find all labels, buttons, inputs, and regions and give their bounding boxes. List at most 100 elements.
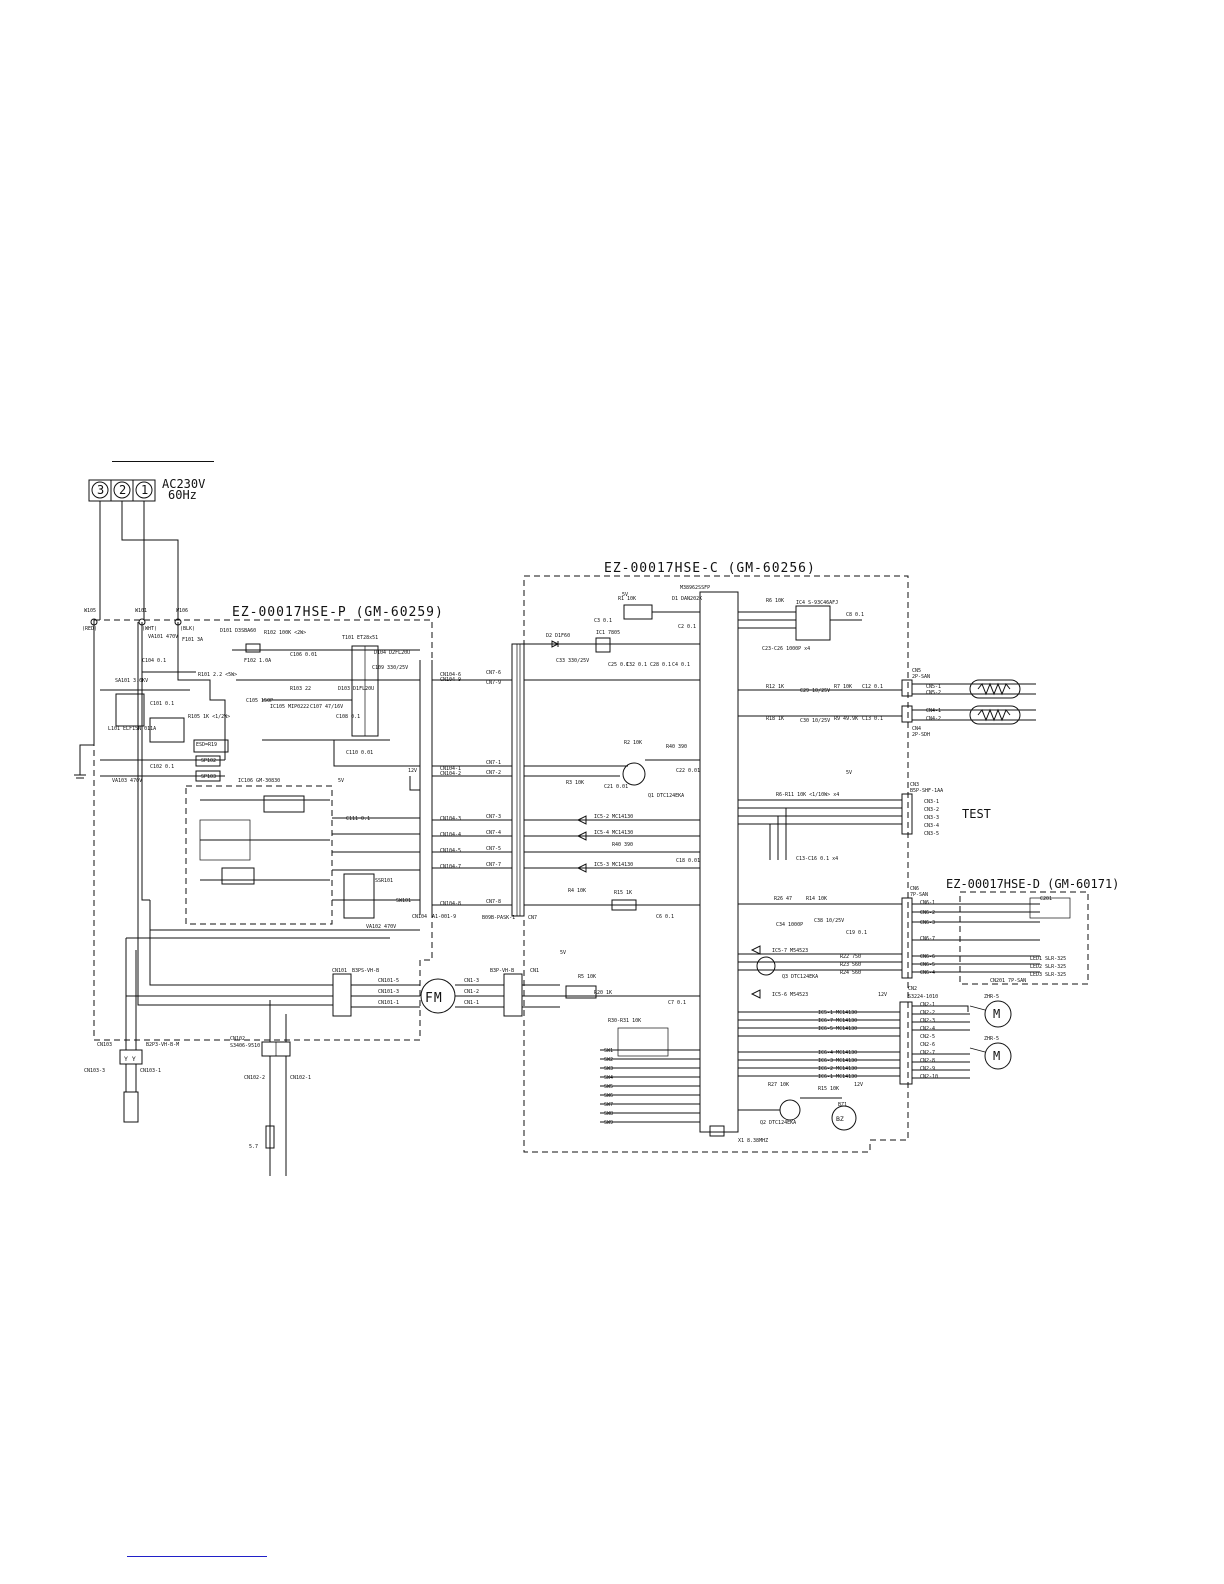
part-f101: F101 3A: [182, 637, 203, 643]
part-r27: R27 10K: [768, 1082, 789, 1088]
display-board: EZ-00017HSE-D (GM-60171) CN6 7P-SAN CN6-…: [901, 877, 1119, 985]
cn2-7: CN2-7: [920, 1050, 935, 1056]
switch-sw3[interactable]: SW3: [604, 1066, 613, 1072]
cn1-type: B3P-VH-B: [490, 968, 514, 974]
part-d1: D1 DAN202K: [672, 596, 702, 602]
cn5-1: CN5-1: [926, 684, 941, 690]
cn1-3: CN1-3: [464, 978, 479, 984]
part-sp102: SP102: [201, 758, 216, 764]
stepper-motor-2: [984, 1042, 1012, 1070]
cn6-3: CN6-3: [920, 920, 935, 926]
terminal-1-label: 1: [141, 483, 148, 497]
cn5-connector: [901, 679, 913, 697]
buffer-ic5-3: IC5-3 MC14130: [594, 862, 633, 868]
cn3-name: CN3: [910, 782, 919, 788]
led-1: LED1 SLR-325: [1030, 956, 1066, 962]
switch-sw8[interactable]: SW8: [604, 1111, 613, 1117]
cn2-5: CN2-5: [920, 1034, 935, 1040]
lower-connectors: Y Y CN103 B2P3-VH-B-M CN103-3 CN103-1 CN…: [84, 950, 311, 1176]
test-connector: CN3 B5P-SHF-1AA CN3-1 CN3-2 CN3-3 CN3-4 …: [901, 782, 991, 837]
thermistor-inputs: R12 1K C29 10/25V R7 10K C12 0.1 R18 1K …: [738, 684, 902, 724]
stepper-motor-1-label: M: [993, 1007, 1000, 1021]
cn103-3: CN103-3: [84, 1068, 105, 1074]
part-c101: C101 0.1: [150, 701, 174, 707]
r4-section: R4 10K R15 1K C6 0.1: [524, 888, 700, 920]
buffer-ic5-4: IC5-4 MC14130: [594, 830, 633, 836]
terminal-3-label: 3: [97, 483, 104, 497]
heading-rule: [112, 461, 214, 462]
part-r14: R14 10K: [806, 896, 827, 902]
cn103-name: CN103: [97, 1042, 112, 1048]
rail-5v-b: 5V: [560, 950, 566, 956]
switch-sw1[interactable]: SW1: [604, 1048, 613, 1054]
part-l101: L101 ELF15N 011A: [108, 726, 156, 732]
display-drive: IC5-7 M54523 IC5-6 M54523 R26 47 R14 10K…: [738, 896, 902, 999]
switch-sw2[interactable]: SW2: [604, 1057, 613, 1063]
part-c23-c26: C23-C26 1000P x4: [762, 646, 810, 652]
cn2-2: CN2-2: [920, 1010, 935, 1016]
rail-5v-c: 5V: [846, 770, 852, 776]
buffer-ic5-1: IC5-1 MC14130: [818, 1010, 857, 1016]
display-board-title: EZ-00017HSE-D (GM-60171): [946, 877, 1119, 891]
part-r5: R5 10K: [578, 974, 596, 980]
part-c12: C12 0.1: [862, 684, 883, 690]
switch-sw5[interactable]: SW5: [604, 1084, 613, 1090]
part-ic105: IC105 MIP0222: [270, 704, 309, 710]
supply-terminal-block: 3 2 1 AC230V 60Hz: [88, 477, 205, 502]
part-r9: R9 49.9K: [834, 716, 858, 722]
cn7-4: CN7-4: [486, 830, 501, 836]
part-d103: D103 D1FL20U: [338, 686, 374, 692]
cn104-8: CN104-8: [440, 901, 461, 907]
crystal: X1 8.38MHZ: [709, 1125, 768, 1144]
cn2-type: S3224-1010: [908, 994, 938, 1000]
cn1-name: CN1: [530, 968, 539, 974]
buffer-ic6-4: IC6-4 MC14130: [818, 1050, 857, 1056]
cn7-connector-body: [511, 643, 525, 917]
part-c33: C33 330/25V: [556, 658, 589, 664]
cn4-2: CN4-2: [926, 716, 941, 722]
switch-sw6[interactable]: SW6: [604, 1093, 613, 1099]
part-ic1: IC1 7805: [596, 630, 620, 636]
cn101-name: CN101: [332, 968, 347, 974]
bottom-link-rule[interactable]: [127, 1556, 267, 1557]
part-c19: C19 0.1: [846, 930, 867, 936]
part-ssr101: SSR101: [375, 878, 393, 884]
switch-sw9[interactable]: SW9: [604, 1120, 613, 1126]
cn2-3: CN2-3: [920, 1018, 935, 1024]
part-c107: C107 47/16V: [310, 704, 343, 710]
part-c28: C28 0.1: [650, 662, 671, 668]
cn103-type: B2P3-VH-B-M: [146, 1042, 179, 1048]
buzzer-symbol: BZ: [836, 1115, 844, 1123]
part-r40: R40 390: [666, 744, 687, 750]
part-c34: C34 1000P: [776, 922, 803, 928]
part-r103: R103 22: [290, 686, 311, 692]
cn4-1: CN4-1: [926, 708, 941, 714]
part-c13-c16: C13-C16 0.1 x4: [796, 856, 838, 862]
q1-section: R2 10K C21 0.01 C22 0.01 Q1 DTC124EKA R3…: [524, 740, 700, 799]
part-c106: C106 0.01: [290, 652, 317, 658]
part-r6-r11: R6-R11 10K <1/10W> x4: [776, 792, 839, 798]
microcontroller: [699, 591, 739, 1133]
part-c30: C30 10/25V: [800, 718, 830, 724]
cn3-type: B5P-SHF-1AA: [910, 788, 943, 794]
part-r18: R18 1K: [766, 716, 784, 722]
cn102-type: S3406-9510: [230, 1043, 260, 1049]
power-board-title: EZ-00017HSE-P (GM-60259): [232, 605, 444, 620]
control-supply: IC1 7805 D2 D1F60 C33 330/25V R1 10K D1 …: [524, 592, 702, 681]
part-c32: C32 0.1: [626, 662, 647, 668]
part-c21: C21 0.01: [604, 784, 628, 790]
cn104-7: CN104-7: [440, 864, 461, 870]
cn4-type: 2P-SDH: [912, 732, 930, 738]
switch-sw4[interactable]: SW4: [604, 1075, 613, 1081]
part-c111: C111 0.1: [346, 816, 370, 822]
part-r101: R101 2.2 <5W>: [198, 672, 237, 678]
terminal-2-label: 2: [119, 483, 126, 497]
cn1-2: CN1-2: [464, 989, 479, 995]
part-r40b: R40 390: [612, 842, 633, 848]
cn103-1: CN103-1: [140, 1068, 161, 1074]
part-c105: C105 150P: [246, 698, 273, 704]
led-3: LED3 SLR-325: [1030, 972, 1066, 978]
part-sa101: SA101 3.6KV: [115, 678, 148, 684]
switch-sw7[interactable]: SW7: [604, 1102, 613, 1108]
part-r2: R2 10K: [624, 740, 642, 746]
